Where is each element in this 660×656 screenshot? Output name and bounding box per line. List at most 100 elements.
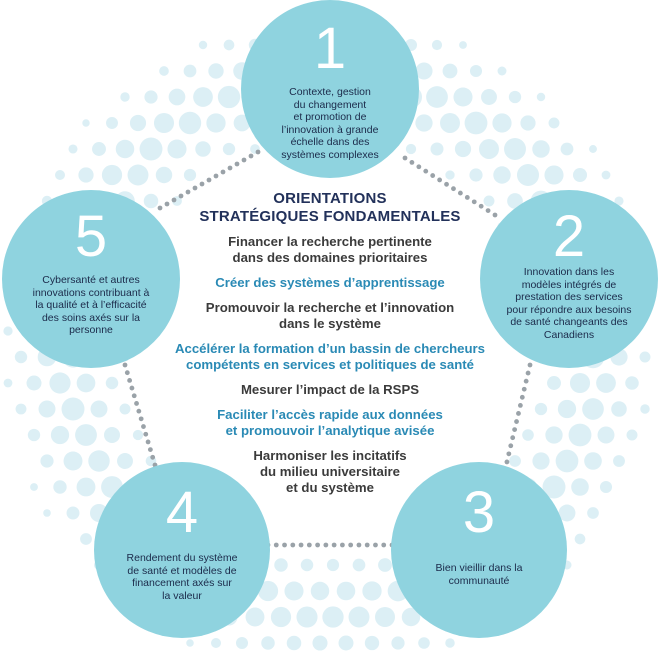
circle-2: 2 Innovation dans les modèles intégrés d…	[480, 190, 658, 368]
bubble	[63, 451, 83, 471]
bubble	[599, 480, 613, 494]
bubble	[613, 455, 625, 467]
bubble	[362, 581, 382, 601]
bubble	[532, 140, 550, 158]
bubble	[3, 326, 13, 336]
bubble	[548, 117, 560, 129]
connector-dot	[315, 542, 320, 548]
bubble	[364, 635, 380, 651]
circle-number: 3	[462, 480, 496, 545]
circle-1: 1 Contexte, gestion du changement et pro…	[241, 0, 419, 178]
connector-dot	[134, 401, 139, 406]
bubble	[117, 453, 133, 469]
bubble	[75, 424, 97, 446]
bubble	[143, 193, 159, 209]
bubble	[445, 638, 455, 648]
connector-dot	[241, 157, 247, 163]
bubble	[572, 167, 588, 183]
bubble	[464, 111, 488, 135]
bubble	[509, 455, 521, 467]
bubble	[611, 401, 627, 417]
bubble	[167, 139, 187, 159]
bubble	[454, 140, 472, 158]
bubble	[391, 636, 405, 650]
bubble	[568, 423, 592, 447]
circle-text: Rendement du système de santé et modèles…	[126, 552, 238, 602]
connector-dot	[220, 169, 226, 175]
bubble	[493, 166, 511, 184]
connector-dot	[430, 173, 436, 178]
bubble	[198, 40, 208, 50]
bubble	[582, 398, 604, 420]
bubble	[574, 533, 586, 545]
bubble	[78, 167, 94, 183]
bubble	[626, 429, 638, 441]
connector-dot	[514, 419, 519, 424]
connector-dot	[348, 542, 354, 548]
bubble	[415, 114, 433, 132]
connector-dot	[478, 203, 484, 209]
connector-dot	[282, 542, 287, 548]
bubble	[195, 141, 211, 157]
circle-text: Innovation dans les modèles intégrés de …	[506, 266, 632, 341]
bubble	[245, 607, 265, 627]
bubble	[296, 606, 318, 628]
bubble	[105, 376, 119, 390]
bubble	[235, 636, 249, 650]
connector-dot	[485, 208, 491, 214]
connector-dot	[213, 173, 219, 179]
connector-dot	[451, 186, 456, 192]
bubble	[206, 113, 226, 133]
bubble	[336, 581, 356, 601]
bubble	[261, 636, 275, 650]
bubble	[640, 404, 650, 414]
connector-dot	[364, 542, 370, 548]
connector-dot	[171, 197, 177, 203]
bubble	[193, 87, 213, 107]
connector-dot	[409, 159, 415, 165]
connector-dot	[150, 454, 156, 460]
bubble	[479, 139, 499, 159]
connector-dot	[510, 435, 516, 441]
bubble	[53, 480, 67, 494]
connector-dot	[185, 189, 191, 195]
bubble	[555, 449, 579, 473]
bubble	[76, 373, 96, 393]
connector-dot	[145, 439, 151, 445]
bubble	[92, 142, 106, 156]
connector-dot	[143, 431, 149, 437]
bubble	[222, 142, 236, 156]
bubble	[26, 375, 42, 391]
connector-dot	[512, 427, 518, 433]
circle-number: 1	[313, 16, 347, 81]
bubble	[415, 62, 433, 80]
bubble	[326, 558, 340, 572]
bubble	[348, 606, 370, 628]
bubble	[544, 165, 564, 185]
bubble	[49, 372, 71, 394]
bubble	[284, 581, 304, 601]
connector-dot	[273, 542, 279, 548]
bubble	[139, 137, 163, 161]
connector-dot	[525, 370, 531, 376]
bubble	[115, 139, 135, 159]
circle-text: Cybersanté et autres innovations contrib…	[32, 274, 150, 336]
bubble	[286, 635, 302, 651]
connector-dot	[141, 424, 146, 429]
connector-dot	[290, 542, 296, 548]
connector-dot	[457, 190, 463, 196]
bubble	[54, 169, 66, 181]
connector-dot	[331, 542, 337, 548]
bubble	[445, 170, 455, 180]
connector-dot	[471, 199, 477, 205]
bubble	[129, 114, 147, 132]
bubble	[38, 400, 56, 418]
bubble	[547, 376, 561, 390]
bubble	[168, 88, 186, 106]
bubble	[120, 92, 130, 102]
bubble	[557, 399, 577, 419]
bubble	[300, 558, 314, 572]
connector-dot	[402, 155, 408, 161]
bubble	[183, 64, 197, 78]
connector-dot	[136, 408, 142, 414]
